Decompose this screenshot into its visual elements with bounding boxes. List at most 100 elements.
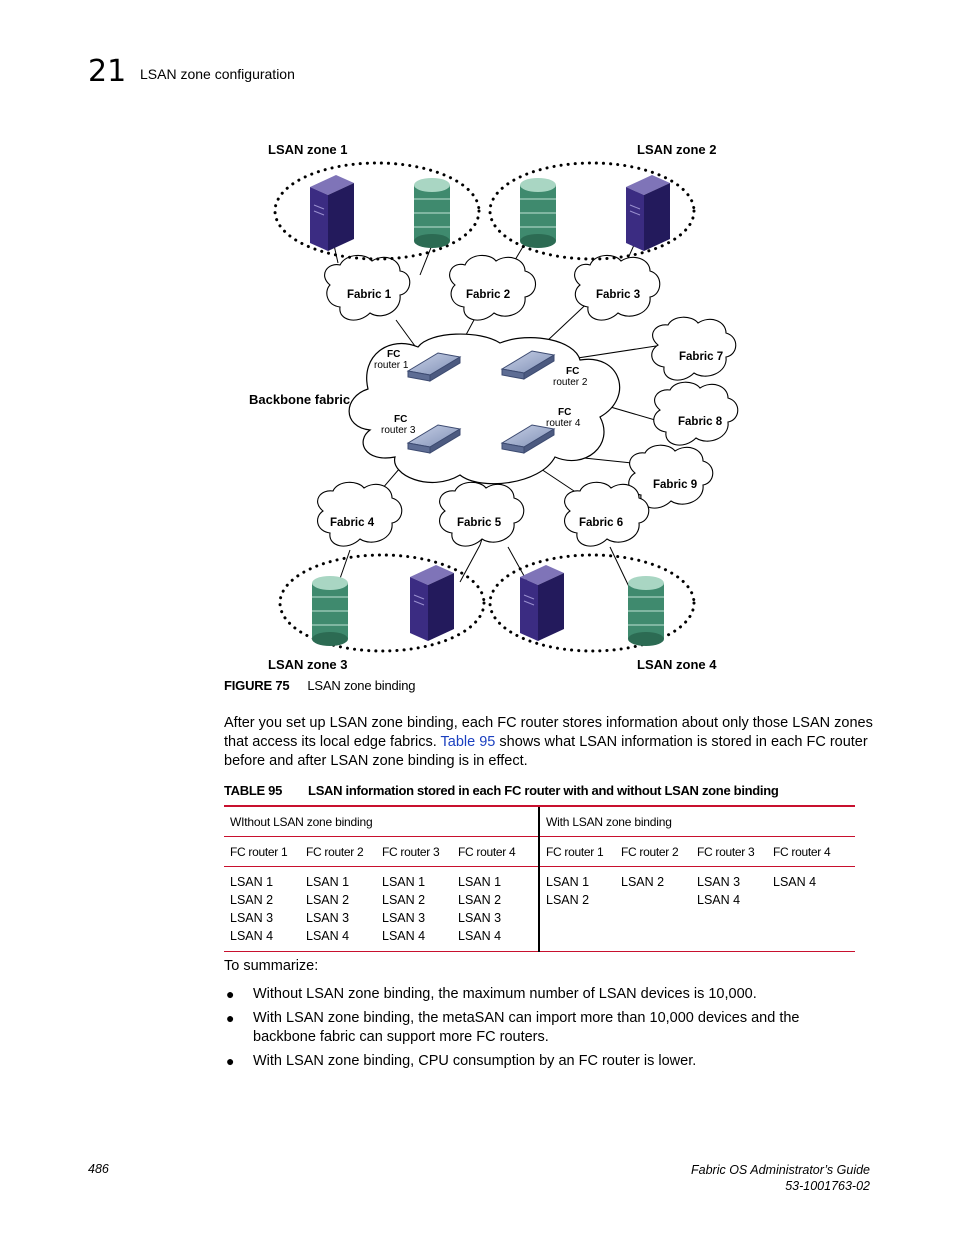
- table-cell: LSAN 2: [615, 866, 691, 952]
- table-cell: LSAN 1 LSAN 2 LSAN 3 LSAN 4: [300, 866, 376, 952]
- cell-value: LSAN 1: [382, 875, 426, 889]
- table-number: TABLE 95: [224, 783, 283, 798]
- fabric-4-label: Fabric 4: [330, 517, 375, 529]
- column-header: FC router 3: [376, 836, 452, 867]
- intro-text-before: After you set up LSAN zone binding, each…: [224, 715, 873, 750]
- column-header: FC router 3: [691, 836, 767, 867]
- footer-doc-info: Fabric OS Administrator’s Guide 53-10017…: [691, 1162, 870, 1194]
- cell-value: LSAN 3: [697, 875, 741, 889]
- storage-icon: [520, 178, 556, 248]
- fabric-4-cloud: [317, 481, 403, 547]
- lsan-zone-1-label: LSAN zone 1: [268, 142, 347, 157]
- fabric-5-cloud: [439, 481, 525, 547]
- fc-router-1-fc-label: FC: [387, 349, 400, 360]
- group-with-binding: With LSAN zone binding: [538, 805, 855, 837]
- lsan-zone-2-label: LSAN zone 2: [637, 142, 716, 157]
- cell-value: LSAN 3: [382, 911, 426, 925]
- fabric-9-label: Fabric 9: [653, 479, 697, 491]
- fabric-3-cloud: [574, 254, 661, 321]
- fabric-7-cloud: [651, 316, 737, 381]
- bullet-text: With LSAN zone binding, CPU consumption …: [253, 1053, 697, 1069]
- table-column-header-row: FC router 1 FC router 2 FC router 3 FC r…: [224, 836, 855, 867]
- fabric-2-label: Fabric 2: [466, 289, 510, 301]
- fabric-1-label: Fabric 1: [347, 289, 392, 301]
- lsan-zone-3-label: LSAN zone 3: [268, 657, 347, 672]
- bullet-item: ● With LSAN zone binding, CPU consumption…: [224, 1052, 854, 1071]
- column-header: FC router 4: [767, 836, 855, 867]
- fabric-5-label: Fabric 5: [457, 517, 502, 529]
- server-icon: [520, 565, 564, 641]
- bullet-icon: ●: [226, 1010, 235, 1026]
- page-number: 486: [88, 1162, 109, 1176]
- chapter-number: 21: [88, 54, 127, 89]
- lsan-zone-2-ellipse: [488, 161, 696, 261]
- fc-router-1-label: router 1: [374, 360, 409, 371]
- intro-text-after: shows what LSAN information is stored in…: [224, 734, 868, 769]
- cell-value: LSAN 4: [697, 893, 741, 907]
- lsan-zone-3-ellipse: [278, 553, 486, 653]
- fc-router-2-label: router 2: [553, 377, 588, 388]
- column-header: FC router 4: [452, 836, 539, 867]
- server-icon: [626, 175, 670, 251]
- table-cell: LSAN 1 LSAN 2 LSAN 3 LSAN 4: [224, 866, 300, 952]
- summary-bullet-list: ● Without LSAN zone binding, the maximum …: [224, 985, 854, 1076]
- server-icon: [410, 565, 454, 641]
- bullet-text: Without LSAN zone binding, the maximum n…: [253, 986, 757, 1002]
- fc-router-4-fc-label: FC: [558, 407, 571, 418]
- cell-value: LSAN 4: [306, 929, 350, 943]
- fabric-3-label: Fabric 3: [596, 289, 640, 301]
- fabric-8-cloud: [653, 381, 739, 446]
- fabric-1-cloud: [324, 254, 411, 321]
- cell-value: LSAN 1: [458, 875, 502, 889]
- cell-value: LSAN 2: [382, 893, 426, 907]
- cell-value: LSAN 4: [230, 929, 274, 943]
- fc-router-4-icon: [500, 424, 556, 454]
- lsan-zone-4-ellipse: [488, 553, 696, 653]
- fabric-8-label: Fabric 8: [678, 416, 723, 428]
- cell-value: LSAN 3: [458, 911, 502, 925]
- storage-icon: [628, 576, 664, 646]
- fc-router-3-icon: [406, 424, 462, 454]
- fc-router-3-label: router 3: [381, 425, 416, 436]
- fc-router-4-label: router 4: [546, 418, 581, 429]
- figure-number: FIGURE 75: [224, 678, 290, 693]
- storage-icon: [312, 576, 348, 646]
- cell-value: LSAN 2: [546, 893, 590, 907]
- cell-value: LSAN 4: [382, 929, 426, 943]
- bullet-text: With LSAN zone binding, the metaSAN can …: [253, 1010, 800, 1045]
- table-cell: LSAN 3 LSAN 4: [691, 866, 767, 952]
- cell-value: LSAN 4: [458, 929, 502, 943]
- table-row: LSAN 1 LSAN 2 LSAN 3 LSAN 4 LSAN 1 LSAN …: [224, 866, 855, 952]
- column-header: FC router 2: [615, 836, 691, 867]
- table-title: LSAN information stored in each FC route…: [308, 783, 779, 798]
- cell-value: LSAN 2: [621, 875, 665, 889]
- table-cell: LSAN 1 LSAN 2 LSAN 3 LSAN 4: [452, 866, 539, 952]
- fc-router-2-fc-label: FC: [566, 366, 579, 377]
- cell-value: LSAN 1: [230, 875, 274, 889]
- table-cell: LSAN 1 LSAN 2 LSAN 3 LSAN 4: [376, 866, 452, 952]
- summary-intro: To summarize:: [224, 958, 319, 974]
- fc-router-1-icon: [406, 352, 462, 382]
- table-cell: LSAN 4: [767, 866, 855, 952]
- column-header: FC router 1: [224, 836, 300, 867]
- lsan-zone-1-ellipse: [273, 161, 481, 261]
- fabric-2-cloud: [449, 254, 537, 321]
- cell-value: LSAN 3: [306, 911, 350, 925]
- cell-value: LSAN 4: [773, 875, 817, 889]
- fabric-6-cloud: [564, 481, 650, 547]
- chapter-title: LSAN zone configuration: [140, 66, 295, 82]
- fabric-7-label: Fabric 7: [679, 351, 723, 363]
- lsan-information-table: WIthout LSAN zone binding With LSAN zone…: [224, 805, 855, 952]
- cell-value: LSAN 1: [546, 875, 590, 889]
- fc-router-2-icon: [500, 350, 556, 380]
- cell-value: LSAN 2: [306, 893, 350, 907]
- column-header: FC router 2: [300, 836, 376, 867]
- lsan-zone-4-label: LSAN zone 4: [637, 657, 717, 672]
- table-caption: TABLE 95 LSAN information stored in each …: [224, 783, 779, 798]
- bullet-item: ●Without LSAN zone binding, the maximum …: [224, 985, 854, 1004]
- doc-number: 53-1001763-02: [785, 1179, 870, 1193]
- table-95-link[interactable]: Table 95: [440, 734, 496, 750]
- intro-paragraph: After you set up LSAN zone binding, each…: [224, 714, 874, 771]
- bullet-icon: ●: [226, 1053, 235, 1069]
- bullet-item: ● With LSAN zone binding, the metaSAN can…: [224, 1009, 854, 1047]
